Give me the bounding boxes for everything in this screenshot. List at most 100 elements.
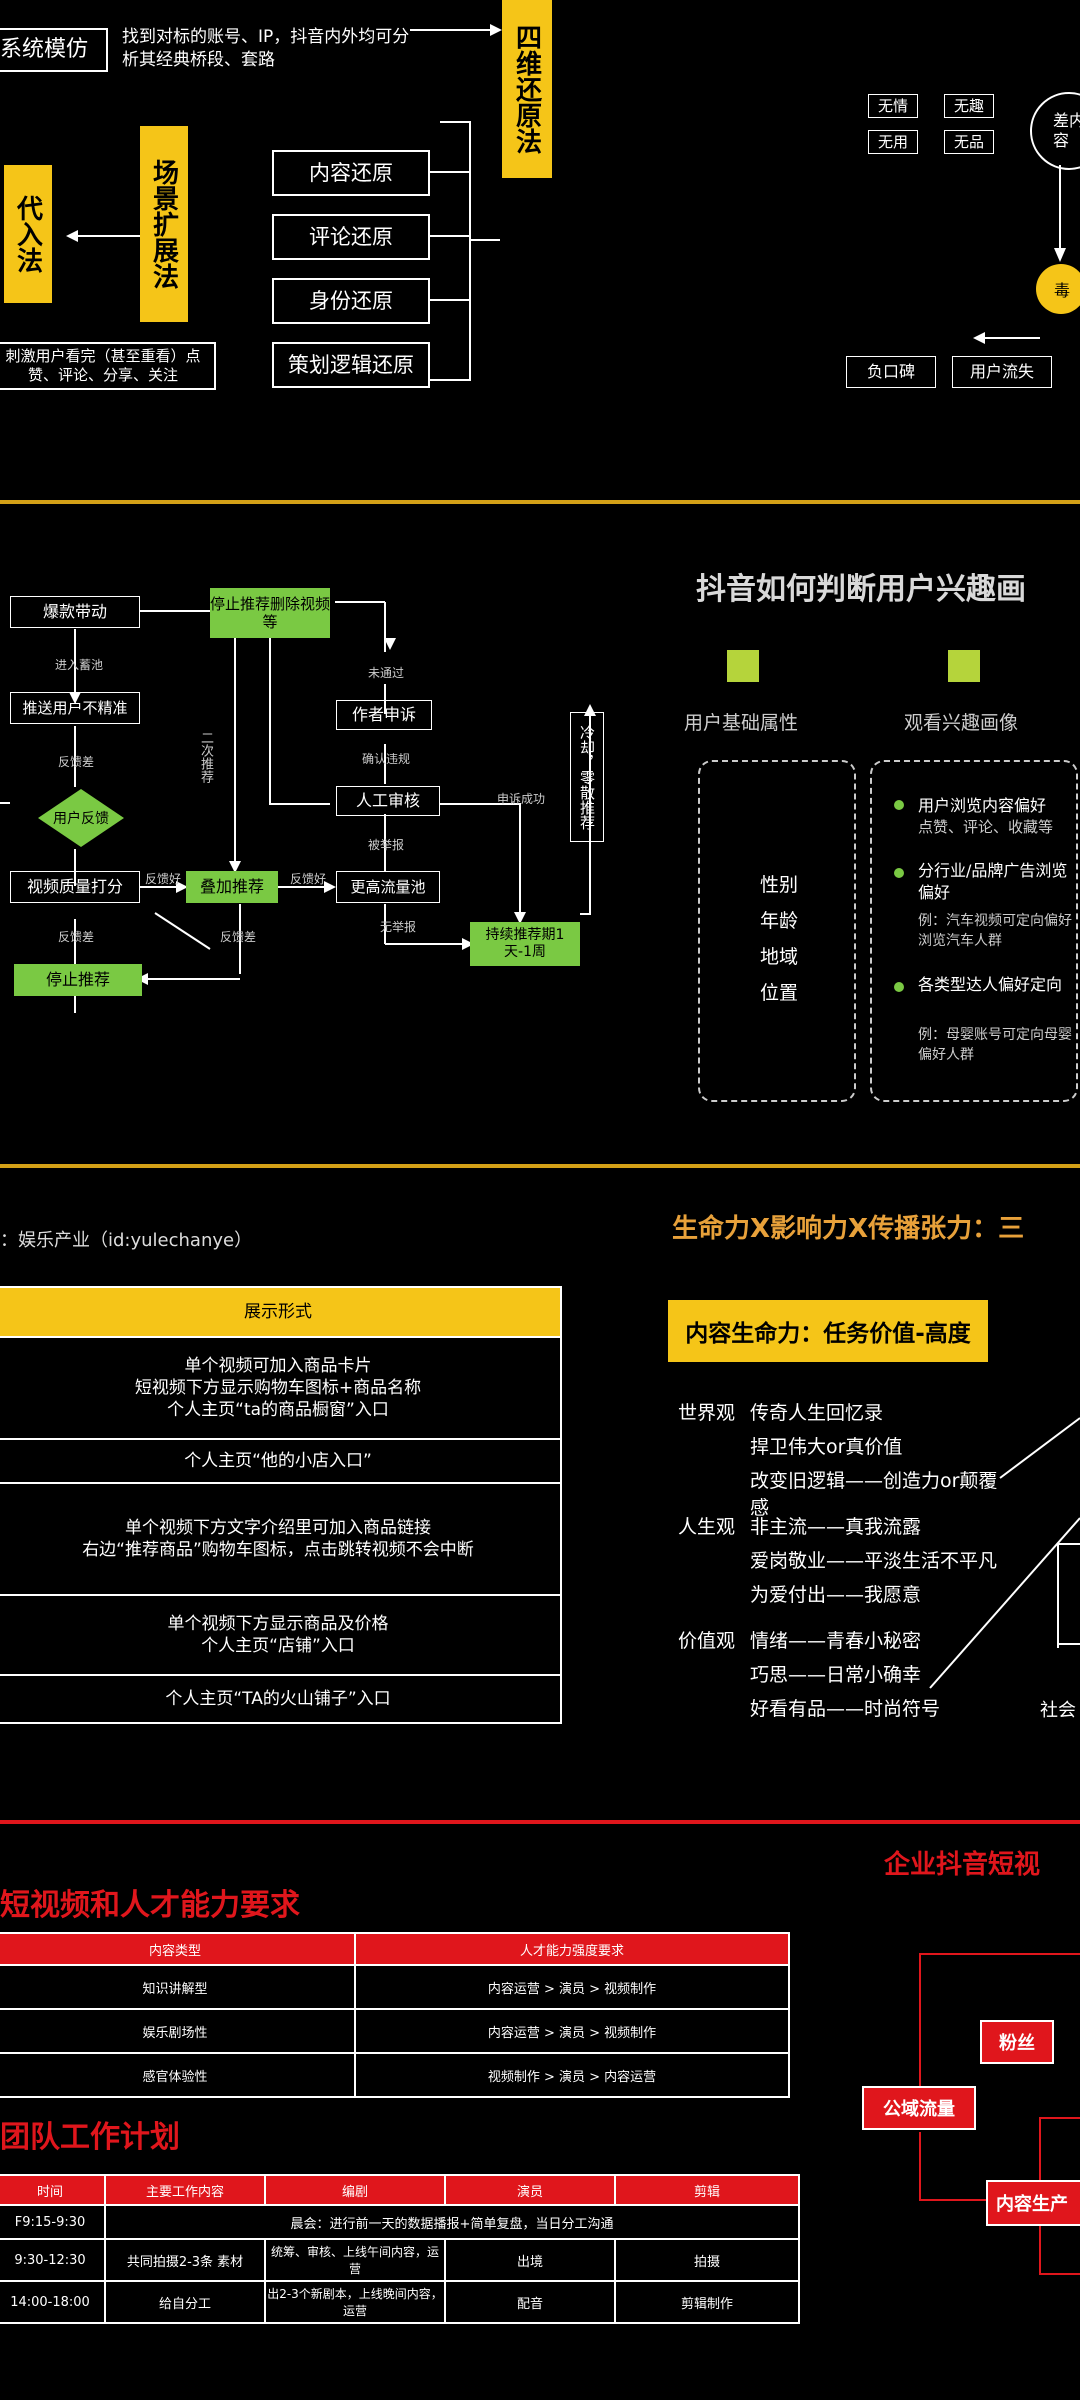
basic-attr-label: 用户基础属性 — [684, 712, 799, 734]
table-cell: 剪辑制作 — [614, 2280, 800, 2324]
poison-label: 毒 — [1054, 281, 1071, 300]
cool-box: 冷却，零散推荐 — [570, 712, 604, 842]
line-value: 好看有品——时尚符号 — [750, 1698, 941, 1720]
table-cell: 内容运营 > 演员 > 视频制作 — [354, 1964, 790, 2010]
th-work: 主要工作内容 — [104, 2174, 266, 2206]
divider-1 — [0, 500, 1080, 504]
line-value: 传奇人生回忆录 — [750, 1402, 884, 1424]
unreported-label: 无举报 — [380, 920, 417, 934]
user-fb-label: 用户反馈 — [53, 811, 109, 827]
table-cell: 出境 — [444, 2238, 616, 2282]
table-cell: 知识讲解型 — [0, 1964, 356, 2010]
th-time: 时间 — [0, 2174, 106, 2206]
enter-pool-label: 进入蓄池 — [55, 658, 104, 672]
hot-box: 爆款带动 — [10, 596, 140, 628]
team-plan-title: 团队工作计划 — [0, 2120, 180, 2155]
not-pass-label: 未通过 — [368, 666, 405, 680]
table-cell: 拍摄 — [614, 2238, 800, 2282]
flow-lines — [919, 1953, 1080, 2275]
line-key: 世界观 — [678, 1402, 736, 1424]
section-team-plan: 短视频和人才能力要求 内容类型人才能力强度要求 知识讲解型内容运营 > 演员 >… — [0, 1824, 1080, 2400]
bullet-head: 分行业/品牌广告浏览偏好 — [918, 861, 1068, 902]
restore-logic-box: 策划逻辑还原 — [272, 342, 430, 388]
table-cell: 出2-3个新剧本，上线晚间内容，运营 — [264, 2280, 446, 2324]
bullet-sub: 点赞、评论、收藏等 — [918, 818, 1054, 836]
appeal-ok-label: 申诉成功 — [497, 792, 546, 806]
find-desc: 找到对标的账号、IP，抖音内外均可分析其经典桥段、套路 — [122, 27, 410, 70]
divider-3 — [0, 1820, 1080, 1824]
basic-attr-icon — [727, 650, 759, 682]
table-cell: 视频制作 > 演员 > 内容运营 — [354, 2052, 790, 2098]
right-title: 生命力X影响力X传播张力：三 — [672, 1214, 1025, 1244]
interest-title: 抖音如何判断用户兴趣画 — [696, 572, 1026, 607]
table-row: 个人主页“他的小店入口” — [0, 1438, 562, 1484]
public-traffic-box: 公域流量 — [862, 2086, 976, 2130]
source-label: ：娱乐产业（id:yulechanye） — [0, 1230, 253, 1251]
tag-tasteless: 无品 — [944, 130, 994, 154]
display-forms-table: 展示形式 单个视频可加入商品卡片 短视频下方显示购物车图标+商品名称 个人主页“… — [0, 1286, 562, 1724]
attr-region: 地域 — [760, 946, 799, 968]
line-value: 非主流——真我流露 — [750, 1516, 922, 1538]
enterprise-title: 企业抖音短视 — [884, 1850, 1041, 1880]
th-req: 人才能力强度要求 — [354, 1932, 790, 1966]
table-row: 单个视频下方文字介绍里可加入商品链接 右边“推荐商品”购物车图标，点击跳转视频不… — [0, 1482, 562, 1596]
society-label: 社会 — [1040, 1700, 1076, 1721]
confirm-label: 确认违规 — [362, 752, 411, 766]
line-value: 捍卫伟大or真价值 — [750, 1436, 903, 1458]
table-cell: 感官体验性 — [0, 2052, 356, 2098]
line-key: 价值观 — [678, 1630, 736, 1652]
attr-location: 位置 — [760, 982, 799, 1004]
table-cell: 配音 — [444, 2280, 616, 2324]
appeal-box: 作者申诉 — [336, 700, 432, 730]
user-fb-diamond: 用户反馈 — [36, 787, 126, 849]
divider-2 — [0, 1164, 1080, 1168]
table-cell: 统筹、审核、上线午间内容，运营 — [264, 2238, 446, 2282]
bullet-sub: 例：汽车视频可定向偏好浏览汽车人群 — [918, 913, 1072, 949]
fb-good2-label: 反馈好 — [290, 872, 327, 886]
fb-bad3-label: 反馈差 — [220, 930, 257, 944]
bullet-dot — [894, 982, 904, 992]
interest-panel: 用户浏览内容偏好 点赞、评论、收藏等 分行业/品牌广告浏览偏好 例：汽车视频可定… — [870, 760, 1078, 1102]
fb-good1-label: 反馈好 — [145, 872, 182, 886]
section-content-restore: 系统模仿 找到对标的账号、IP，抖音内外均可分析其经典桥段、套路 四维还原法 场… — [0, 0, 1080, 500]
line-value: 爱岗敬业——平淡生活不平凡 — [750, 1550, 998, 1572]
table-cell: 晨会：进行前一天的数据播报+简单复盘，当日分工沟通 — [104, 2204, 800, 2240]
table-cell: 共同拍摄2-3条 素材 — [104, 2238, 266, 2282]
bullet-dot — [894, 800, 904, 810]
attr-age: 年龄 — [760, 910, 799, 932]
bullet-dot — [894, 868, 904, 878]
values-list: 世界观传奇人生回忆录 捍卫伟大or真价值 改变旧逻辑——创造力or颠覆感 人生观… — [678, 1398, 1008, 1728]
restore-identity-box: 身份还原 — [272, 278, 430, 324]
bullet-sub: 例：母婴账号可定向母婴偏好人群 — [918, 1027, 1072, 1063]
th-editor: 剪辑 — [614, 2174, 800, 2206]
interest-label: 观看兴趣画像 — [904, 712, 1019, 734]
line-value: 情绪——青春小秘密 — [750, 1630, 922, 1652]
table-row: 单个视频下方显示商品及价格 个人主页“店铺”入口 — [0, 1594, 562, 1676]
th-actor: 演员 — [444, 2174, 616, 2206]
interest-icon — [948, 650, 980, 682]
restore-content-box: 内容还原 — [272, 150, 430, 196]
four-dim-box: 四维还原法 — [502, 0, 552, 178]
reported-label: 被举报 — [368, 838, 405, 852]
section1-connectors — [66, 24, 1066, 381]
push-inaccurate-box: 推送用户不精准 — [10, 692, 140, 724]
section-recommend-flow: 爆款带动 进入蓄池 推送用户不精准 反馈差 用户反馈 视频质量打分 反馈好 叠加… — [0, 504, 1080, 1164]
restore-comment-box: 评论还原 — [272, 214, 430, 260]
th-type: 内容类型 — [0, 1932, 356, 1966]
table-cell: 娱乐剧场性 — [0, 2008, 356, 2054]
quality-box: 视频质量打分 — [10, 871, 140, 903]
diff-content-label: 差内容 — [1053, 111, 1080, 150]
table-cell: 给自分工 — [104, 2280, 266, 2324]
neg-word-box: 负口碑 — [846, 356, 936, 388]
fb-bad1-label: 反馈差 — [58, 755, 95, 769]
table-cell: F9:15-9:30 — [0, 2204, 106, 2240]
mimic-box: 系统模仿 — [0, 28, 108, 72]
add-rec-box: 叠加推荐 — [186, 871, 278, 903]
table-row: 个人主页“TA的火山铺子”入口 — [0, 1674, 562, 1724]
line-value: 改变旧逻辑——创造力or颠覆感 — [750, 1470, 998, 1519]
continue-rec-box: 持续推荐期1天-1周 — [470, 922, 580, 966]
tag-useless: 无用 — [868, 130, 918, 154]
stop-box: 停止推荐 — [14, 964, 142, 996]
user-loss-box: 用户流失 — [952, 356, 1052, 388]
table-header: 展示形式 — [0, 1286, 562, 1338]
